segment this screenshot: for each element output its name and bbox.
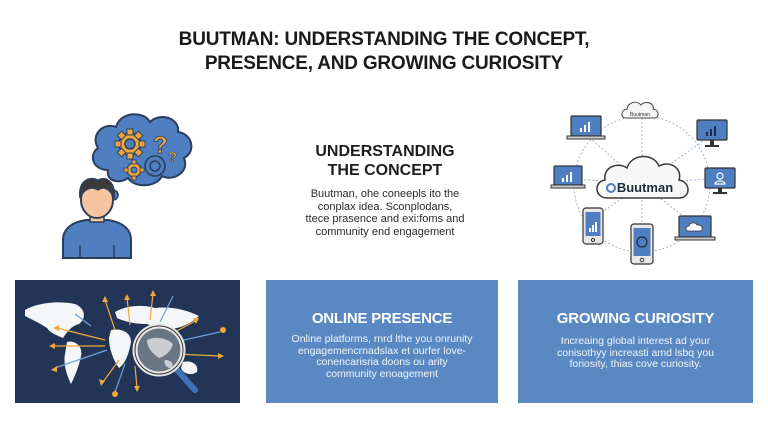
gear-icon [114,128,146,160]
concept-heading: UNDERSTANDING THE CONCEPT [290,142,480,180]
title-line-2: PRESENCE, AND GROWING CURIOSITY [204,53,564,74]
growing-curiosity-panel: GROWING CURIOSITY Increaing global inter… [518,280,753,403]
concept-body-line: community end engagement [315,225,455,238]
laptop-cloud-icon [674,215,716,241]
laptop-chart-icon [550,165,586,189]
growing-curiosity-body: Increaing global interest ad your coniso… [532,335,739,371]
online-body-line: conencarisria doons ou arity [316,356,448,368]
page-title: BUUTMAN: UNDERSTANDING THE CONCEPT, PRES… [0,28,768,76]
growing-curiosity-heading: GROWING CURIOSITY [556,310,715,327]
laptop-chart-icon [566,115,606,140]
phone-logo-icon [630,223,654,265]
curiosity-body-line: foriosity, thias cove curiosity. [569,358,702,370]
concept-body-line: Buutman, ohe coneepls ito the [310,188,460,200]
online-body-line: engagemencrnadslax et ourfer love- [297,344,467,357]
question-mark-icon: ? [153,132,168,159]
question-mark-icon: ? [168,149,177,166]
small-cloud-label: Buutman [630,112,650,118]
online-presence-heading: ONLINE PRESENCE [311,310,453,327]
world-map-magnifier-icon [25,290,226,397]
person-icon [62,177,132,259]
small-cloud-icon: Buutman [621,101,659,119]
curiosity-body-line: conisothyy increasti amd lsbq you [557,346,714,359]
online-body-line: community enoagement [325,367,439,380]
person-thinking-icon: ? ? [62,113,193,259]
concept-heading-line-2: THE CONCEPT [327,162,443,179]
concept-body-line: conplax idea. Sconplodans, [317,200,453,213]
online-presence-body: Online platforms, rnrd lthe you onrunity… [280,333,484,380]
gear-icon [144,155,166,177]
concept-heading-line-1: UNDERSTANDING [315,143,455,160]
concept-body-line: ttece prasence and exi:foms and [305,213,465,225]
phone-chart-icon [582,207,604,245]
curiosity-body-line: Increaing global interest ad your [560,335,711,347]
monitor-user-icon [704,167,736,194]
world-map-panel [15,280,240,403]
monitor-chart-icon [696,119,728,147]
cloud-brand-label: Buutman [617,180,673,195]
concept-body: Buutman, ohe coneepls ito the conplax id… [290,188,480,238]
gear-icon [123,159,145,181]
magnifier-icon [132,323,198,393]
cloud-icon: Buutman [596,155,689,199]
title-line-1: BUUTMAN: UNDERSTANDING THE CONCEPT, [178,29,590,50]
online-body-line: Online platforms, rnrd lthe you onrunity [291,333,473,345]
online-presence-panel: ONLINE PRESENCE Online platforms, rnrd l… [266,280,498,403]
concept-section: UNDERSTANDING THE CONCEPT Buutman, ohe c… [290,142,480,238]
cloud-network-icon: Buutman [550,101,736,265]
